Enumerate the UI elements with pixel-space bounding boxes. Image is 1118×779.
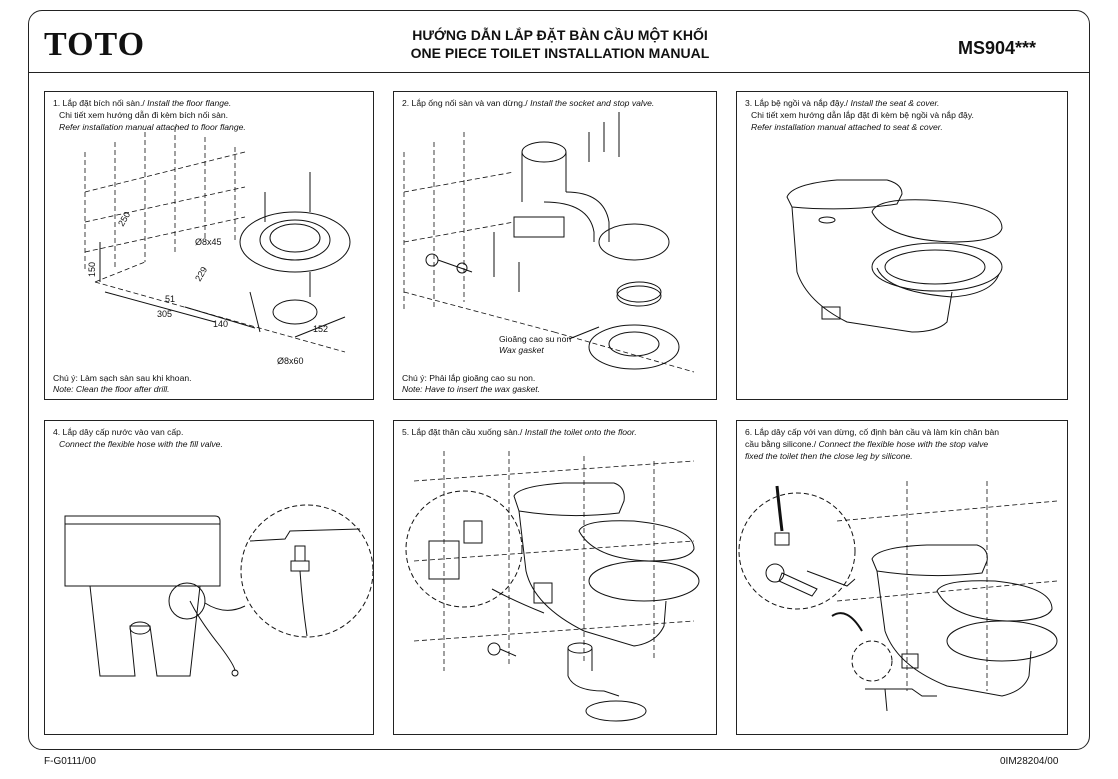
seat-cover-diagram — [786, 179, 1003, 333]
step-6-line3: fixed the toilet then the close leg by s… — [745, 451, 913, 461]
step-2-text: 2. Lắp ống nối sàn và van dừng./ Install… — [402, 97, 710, 109]
fill-hose-diagram — [64, 504, 373, 677]
socket-valve-diagram — [403, 112, 695, 373]
wax-gasket-label-vi: Gioăng cao su non — [499, 334, 572, 344]
header-divider — [28, 72, 1090, 73]
step-6-panel: 6. Lắp dây cấp với van dừng, cố định bàn… — [736, 420, 1068, 735]
step-3-title-en: Install the seat & cover. — [850, 98, 940, 108]
step-6-line1: 6. Lắp dây cấp với van dừng, cố định bàn… — [745, 427, 1000, 437]
step-1-text: 1. Lắp đặt bích nối sàn./ Install the fl… — [53, 97, 367, 133]
dim-51: 51 — [165, 294, 175, 304]
step-1-line2: Chi tiết xem hướng dẫn đi kèm bích nối s… — [59, 110, 229, 120]
step-1-note-en: Note: Clean the floor after drill. — [53, 384, 170, 394]
brand-logo: TOTO — [44, 26, 146, 63]
step-3-text: 3. Lắp bệ ngồi và nắp đậy./ Install the … — [745, 97, 1061, 133]
step-3-panel: 3. Lắp bệ ngồi và nắp đậy./ Install the … — [736, 91, 1068, 400]
dim-152: 152 — [313, 324, 328, 334]
step-2-note: Chú ý: Phải lắp gioăng cao su non. Note:… — [402, 373, 540, 395]
dim-150: 150 — [87, 262, 97, 277]
wax-gasket-label-en: Wax gasket — [499, 345, 544, 355]
step-1-title-en: Install the floor flange. — [147, 98, 232, 108]
dim-hole-60: Ø8x60 — [277, 356, 304, 366]
step-1-note: Chú ý: Làm sạch sàn sau khi khoan. Note:… — [53, 373, 192, 395]
step-6-line2-en: Connect the flexible hose with the stop … — [818, 439, 989, 449]
wax-gasket-label: Gioăng cao su non Wax gasket — [499, 334, 571, 356]
step-1-note-vi: Chú ý: Làm sạch sàn sau khi khoan. — [53, 373, 192, 383]
dim-305: 305 — [157, 309, 172, 319]
step-2-title-en: Install the socket and stop valve. — [530, 98, 655, 108]
dim-250: 250 — [116, 210, 132, 228]
step-4-text: 4. Lắp dây cấp nước vào van cấp. Connect… — [53, 426, 367, 450]
model-number: MS904*** — [958, 38, 1037, 58]
step-4-line2: Connect the flexible hose with the fill … — [59, 439, 223, 449]
dim-hole-45: Ø8x45 — [195, 237, 222, 247]
step-2-title-vi: 2. Lắp ống nối sàn và van dừng./ — [402, 98, 528, 108]
page-title: HƯỚNG DẪN LẮP ĐẶT BÀN CẦU MỘT KHỐI ONE P… — [340, 26, 780, 62]
step-6-line2-vi: cầu bằng silicone./ — [745, 439, 817, 449]
title-english: ONE PIECE TOILET INSTALLATION MANUAL — [410, 45, 710, 61]
page-frame — [28, 10, 1090, 750]
step-1-title-vi: 1. Lắp đặt bích nối sàn./ — [53, 98, 145, 108]
step-5-panel: 5. Lắp đặt thân cầu xuống sàn./ Install … — [393, 420, 717, 735]
title-vietnamese: HƯỚNG DẪN LẮP ĐẶT BÀN CẦU MỘT KHỐI — [412, 27, 708, 43]
dim-229: 229 — [193, 265, 209, 283]
footer-doc-code: 0IM28204/00 — [1000, 756, 1059, 767]
step-5-text: 5. Lắp đặt thân cầu xuống sàn./ Install … — [402, 426, 710, 438]
connect-hose-diagram — [738, 481, 1058, 712]
footer-form-code: F-G0111/00 — [44, 756, 96, 767]
floor-flange-diagram: 250 150 229 51 305 140 152 Ø8x45 Ø8x60 — [84, 127, 351, 366]
step-2-note-vi: Chú ý: Phải lắp gioăng cao su non. — [402, 373, 536, 383]
install-toilet-diagram — [405, 451, 700, 722]
dim-140: 140 — [213, 319, 228, 329]
step-6-text: 6. Lắp dây cấp với van dừng, cố định bàn… — [745, 426, 1061, 462]
step-3-line2: Chi tiết xem hướng dẫn lắp đặt đi kèm bệ… — [751, 110, 974, 120]
step-5-title-en: Install the toilet onto the floor. — [524, 427, 637, 437]
step-4-panel: 4. Lắp dây cấp nước vào van cấp. Connect… — [44, 420, 374, 735]
step-2-panel: 2. Lắp ống nối sàn và van dừng./ Install… — [393, 91, 717, 400]
step-1-line3: Refer installation manual attached to fl… — [59, 122, 246, 132]
step-1-panel: 1. Lắp đặt bích nối sàn./ Install the fl… — [44, 91, 374, 400]
step-3-title-vi: 3. Lắp bệ ngồi và nắp đậy./ — [745, 98, 849, 108]
step-3-line3: Refer installation manual attached to se… — [751, 122, 943, 132]
step-4-title: 4. Lắp dây cấp nước vào van cấp. — [53, 427, 184, 437]
step-2-note-en: Note: Have to insert the wax gasket. — [402, 384, 541, 394]
step-5-title-vi: 5. Lắp đặt thân cầu xuống sàn./ — [402, 427, 523, 437]
